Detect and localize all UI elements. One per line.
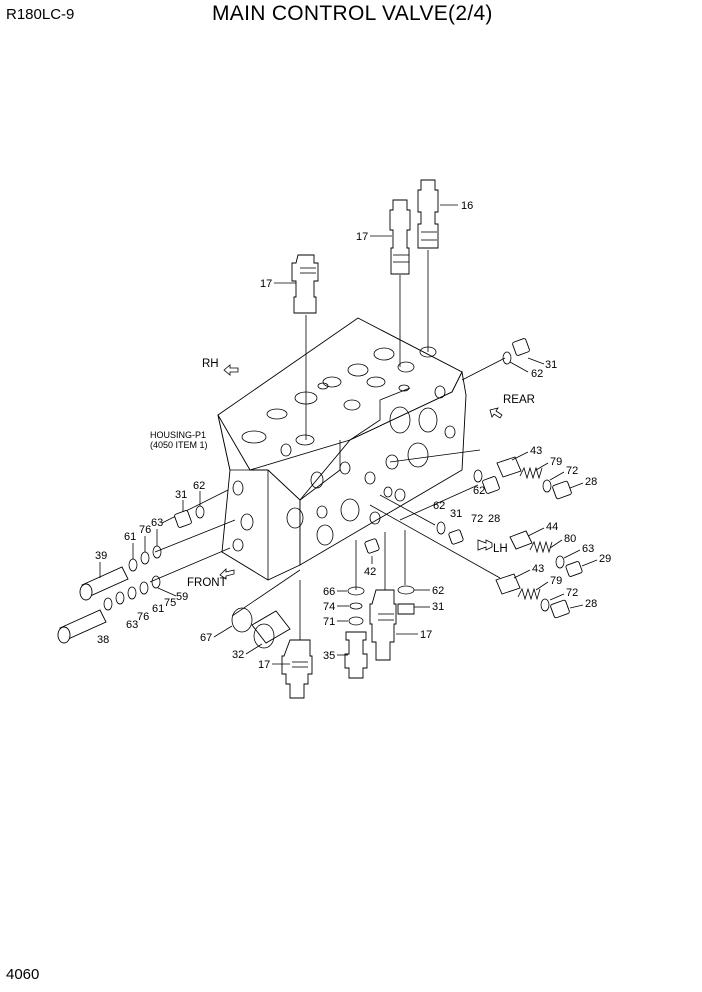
part-62-bottom: 62 xyxy=(432,585,444,597)
part-62-lower: 62 xyxy=(433,500,445,512)
part-35: 35 xyxy=(323,650,335,662)
relief-valve-16 xyxy=(417,179,439,249)
part-76-lower: 76 xyxy=(137,611,149,623)
direction-front: FRONT xyxy=(187,577,227,589)
model-number: R180LC-9 xyxy=(6,6,75,23)
part-16: 16 xyxy=(461,200,473,212)
direction-arrows xyxy=(219,364,503,580)
part-44: 44 xyxy=(546,521,558,533)
part-42: 42 xyxy=(364,566,376,578)
direction-lh: LH xyxy=(493,543,508,555)
page-number: 4060 xyxy=(6,966,40,983)
part-66: 66 xyxy=(323,586,335,598)
part-28-lower: 28 xyxy=(585,598,597,610)
part-31-top: 31 xyxy=(545,359,557,371)
part-62-left: 62 xyxy=(193,480,205,492)
part-72-middle: 72 xyxy=(471,513,483,525)
part-61-upper: 61 xyxy=(124,531,136,543)
part-59: 59 xyxy=(176,591,188,603)
rear-arrow-icon xyxy=(489,407,503,419)
part-67: 67 xyxy=(200,632,212,644)
part-75: 75 xyxy=(164,597,176,609)
part-63-upper: 63 xyxy=(151,517,163,529)
leader-lines xyxy=(149,250,506,650)
part-76-upper: 76 xyxy=(139,524,151,536)
part-39: 39 xyxy=(95,550,107,562)
part-43-lower: 43 xyxy=(532,563,544,575)
part-71: 71 xyxy=(323,616,335,628)
housing-note-line1: HOUSING-P1 xyxy=(150,430,206,440)
right-side-parts xyxy=(436,338,583,619)
part-63-lower: 63 xyxy=(126,619,138,631)
page-title: MAIN CONTROL VALVE(2/4) xyxy=(212,2,493,25)
part-72-upper: 72 xyxy=(566,465,578,477)
part-17-bottom-right: 17 xyxy=(420,629,432,641)
part-62-top: 62 xyxy=(531,368,543,380)
part-32: 32 xyxy=(232,649,244,661)
part-38: 38 xyxy=(97,634,109,646)
part-17-bottom-left: 17 xyxy=(258,659,270,671)
part-72-lower: 72 xyxy=(566,587,578,599)
part-79-lower: 79 xyxy=(550,575,562,587)
left-side-parts xyxy=(57,505,205,644)
relief-valve-17-bottom-right xyxy=(369,589,397,661)
part-29: 29 xyxy=(599,553,611,565)
part-28-upper: 28 xyxy=(585,476,597,488)
part-80: 80 xyxy=(564,533,576,545)
relief-valve-17-left xyxy=(291,254,319,314)
lh-arrow-icon xyxy=(477,539,493,551)
direction-rear: REAR xyxy=(503,394,535,406)
part-62-middle: 62 xyxy=(473,485,485,497)
relief-valve-17-top xyxy=(389,199,411,275)
part-17-top: 17 xyxy=(356,231,368,243)
housing-note-line2: (4050 ITEM 1) xyxy=(150,440,208,450)
valve-housing xyxy=(217,317,467,581)
part-79-upper: 79 xyxy=(550,456,562,468)
part-31-left: 31 xyxy=(175,489,187,501)
bottom-parts xyxy=(231,538,415,679)
rh-arrow-icon xyxy=(223,364,239,376)
relief-valve-17-bottom-left xyxy=(281,639,313,699)
part-17-left: 17 xyxy=(260,278,272,290)
part-74: 74 xyxy=(323,601,335,613)
part-labels: 16 17 17 17 17 31 62 43 79 72 28 62 72 2… xyxy=(95,200,611,671)
part-43-upper: 43 xyxy=(530,445,542,457)
part-63-right: 63 xyxy=(582,543,594,555)
part-61-lower: 61 xyxy=(152,603,164,615)
part-31-bottom: 31 xyxy=(432,601,444,613)
front-arrow-icon xyxy=(219,568,235,580)
part-31-lower: 31 xyxy=(450,508,462,520)
part-28-middle: 28 xyxy=(488,513,500,525)
direction-rh: RH xyxy=(202,358,219,370)
